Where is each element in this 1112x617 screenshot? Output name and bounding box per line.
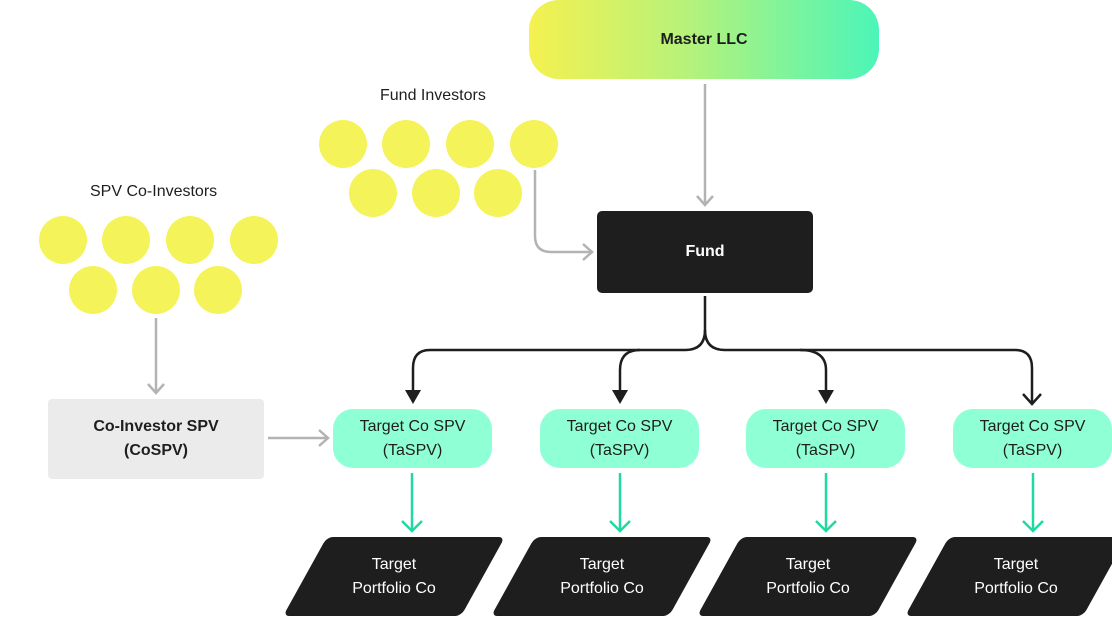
taspv-line1: Target Co SPV [772, 417, 879, 435]
spv-co-investors-group [38, 216, 288, 316]
edge-fund-to-taspv [411, 296, 1034, 402]
edge-master-to-fund [696, 84, 714, 207]
portfolio-line1: Target [371, 555, 417, 573]
arrowhead-taspv-1 [405, 390, 421, 404]
portfolio-node-4[interactable]: Target Portfolio Co [905, 537, 1112, 616]
co-investor-dot [166, 216, 214, 264]
edge-taspv-to-portfolio [401, 473, 1044, 533]
investor-dot [319, 120, 367, 168]
arrowheads-fund-to-taspv [405, 390, 834, 404]
fund-label: Fund [685, 243, 725, 260]
co-investor-dot [39, 216, 87, 264]
fund-node[interactable]: Fund [597, 211, 813, 293]
edge-cospv-to-taspv-1 [268, 429, 330, 447]
co-investor-dot [102, 216, 150, 264]
co-investor-dot [132, 266, 180, 314]
portfolio-node-1[interactable]: Target Portfolio Co [283, 537, 505, 616]
portfolio-line2: Portfolio Co [974, 579, 1058, 597]
taspv-line1: Target Co SPV [566, 417, 673, 435]
co-investor-dot [194, 266, 242, 314]
arrowhead-taspv-2 [612, 390, 628, 404]
taspv-node-3[interactable]: Target Co SPV (TaSPV) [746, 409, 905, 468]
fund-investors-group [318, 120, 568, 220]
cospv-node[interactable]: Co-Investor SPV (CoSPV) [48, 399, 264, 479]
investor-dot [474, 169, 522, 217]
master-llc-label: Master LLC [660, 30, 748, 48]
portfolio-node-3[interactable]: Target Portfolio Co [697, 537, 919, 616]
taspv-node-2[interactable]: Target Co SPV (TaSPV) [540, 409, 699, 468]
investor-dot [349, 169, 397, 217]
portfolio-line1: Target [785, 555, 831, 573]
spv-co-investors-label: SPV Co-Investors [90, 183, 218, 200]
investor-dot [382, 120, 430, 168]
taspv-line2: (TaSPV) [382, 441, 443, 459]
arrowhead-taspv-3 [818, 390, 834, 404]
investor-dot [510, 120, 558, 168]
taspv-line2: (TaSPV) [1002, 441, 1063, 459]
taspv-line2: (TaSPV) [589, 441, 650, 459]
taspv-line1: Target Co SPV [359, 417, 466, 435]
portfolio-line2: Portfolio Co [560, 579, 644, 597]
taspv-node-4[interactable]: Target Co SPV (TaSPV) [953, 409, 1112, 468]
edge-spv-coinvestors-to-cospv [147, 318, 165, 395]
co-investor-dot [230, 216, 278, 264]
portfolio-line1: Target [579, 555, 625, 573]
master-llc-node[interactable]: Master LLC [529, 0, 879, 79]
co-investor-dot [69, 266, 117, 314]
cospv-line2: (CoSPV) [123, 442, 188, 459]
taspv-line1: Target Co SPV [979, 417, 1086, 435]
portfolio-node-2[interactable]: Target Portfolio Co [491, 537, 713, 616]
fund-investors-label: Fund Investors [380, 87, 486, 104]
arrowhead-taspv-4 [1022, 393, 1042, 406]
portfolio-line2: Portfolio Co [352, 579, 436, 597]
investor-dot [412, 169, 460, 217]
cospv-line1: Co-Investor SPV [93, 418, 219, 435]
investor-dot [446, 120, 494, 168]
taspv-line2: (TaSPV) [795, 441, 856, 459]
portfolio-line1: Target [993, 555, 1039, 573]
taspv-node-1[interactable]: Target Co SPV (TaSPV) [333, 409, 492, 468]
portfolio-line2: Portfolio Co [766, 579, 850, 597]
